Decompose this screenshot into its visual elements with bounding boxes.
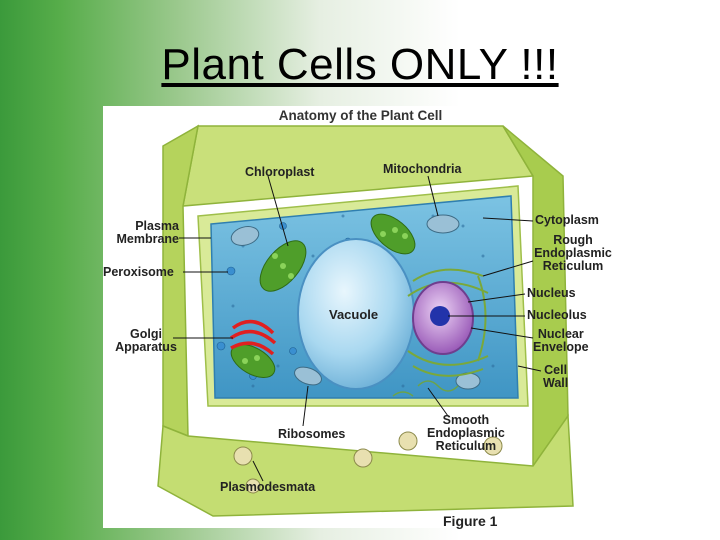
figure-caption: Figure 1 (443, 513, 498, 529)
plant-cell-illustration (157, 124, 574, 517)
label-vacuole: Vacuole (329, 307, 379, 322)
label-rough-er: Rough Endoplasmic Reticulum (534, 233, 612, 273)
label-cytoplasm: Cytoplasm (535, 213, 599, 227)
label-nuclear-envelope: Nuclear Envelope (533, 327, 589, 354)
label-nucleus: Nucleus (527, 286, 576, 300)
plant-cell-figure: Anatomy of the Plant Cell Chloroplast Mi… (103, 106, 618, 529)
label-smooth-er: Smooth Endoplasmic Reticulum (427, 413, 505, 453)
label-peroxisome: Peroxisome (103, 265, 174, 279)
label-ribosomes: Ribosomes (278, 427, 346, 441)
label-golgi-apparatus: Golgi Apparatus (115, 327, 177, 354)
cell-wall-left (162, 124, 200, 438)
slide-title: Plant Cells ONLY !!! (161, 40, 559, 89)
label-cell-wall: Cell Wall (543, 363, 569, 390)
label-nucleolus: Nucleolus (527, 308, 587, 322)
label-chloroplast: Chloroplast (245, 165, 315, 179)
figure-title: Anatomy of the Plant Cell (278, 108, 443, 123)
label-plasma-membrane: Plasma Membrane (116, 219, 179, 246)
label-plasmodesmata: Plasmodesmata (220, 480, 316, 494)
nucleolus-shape (430, 306, 450, 326)
label-mitochondria: Mitochondria (383, 162, 462, 176)
